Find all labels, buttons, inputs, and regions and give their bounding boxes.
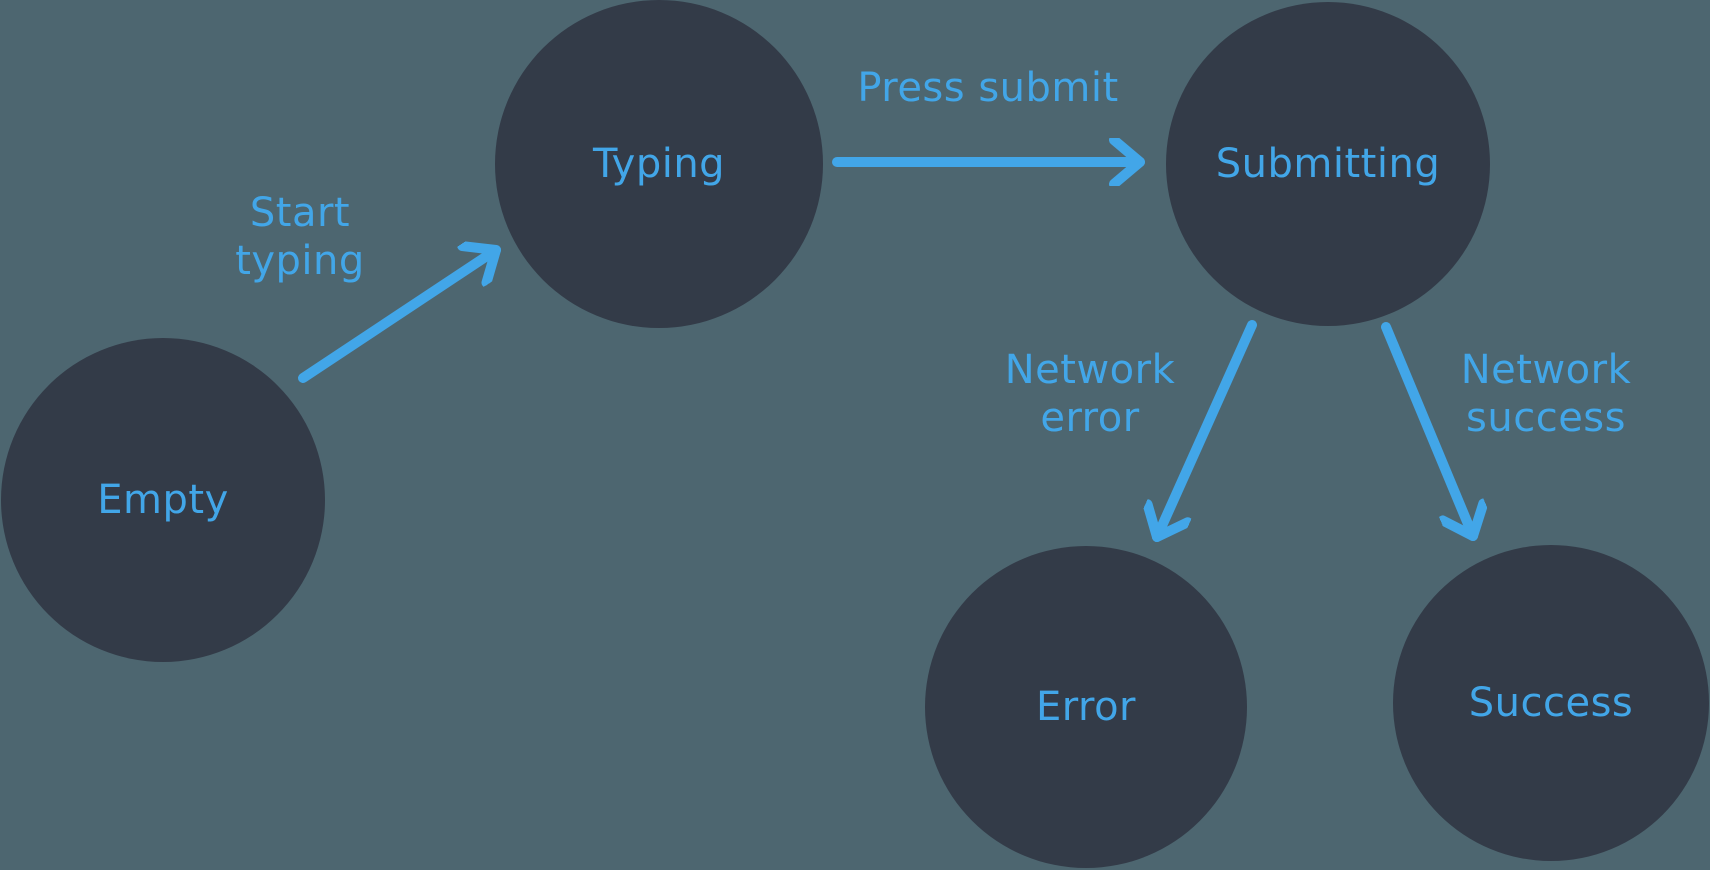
- state-node-empty-label: Empty: [97, 477, 229, 523]
- state-node-empty: Empty: [1, 338, 325, 662]
- state-node-success-label: Success: [1468, 680, 1634, 726]
- state-node-error: Error: [925, 546, 1247, 868]
- edge-arrow-network-error: [1157, 320, 1257, 542]
- edge-arrow-network-success: [1381, 322, 1473, 541]
- edge-label-network-success: Network success: [1460, 347, 1632, 441]
- state-node-typing: Typing: [495, 0, 823, 328]
- edge-label-start-typing: Start typing: [235, 190, 365, 284]
- state-node-submitting: Submitting: [1166, 2, 1490, 326]
- state-node-submitting-label: Submitting: [1215, 141, 1441, 187]
- state-node-error-label: Error: [1036, 684, 1136, 730]
- state-node-typing-label: Typing: [592, 141, 726, 187]
- state-node-success: Success: [1393, 545, 1709, 861]
- edge-arrow-start-typing: [298, 250, 501, 383]
- edge-label-network-error: Network error: [1004, 347, 1176, 441]
- edge-label-press-submit: Press submit: [857, 65, 1119, 111]
